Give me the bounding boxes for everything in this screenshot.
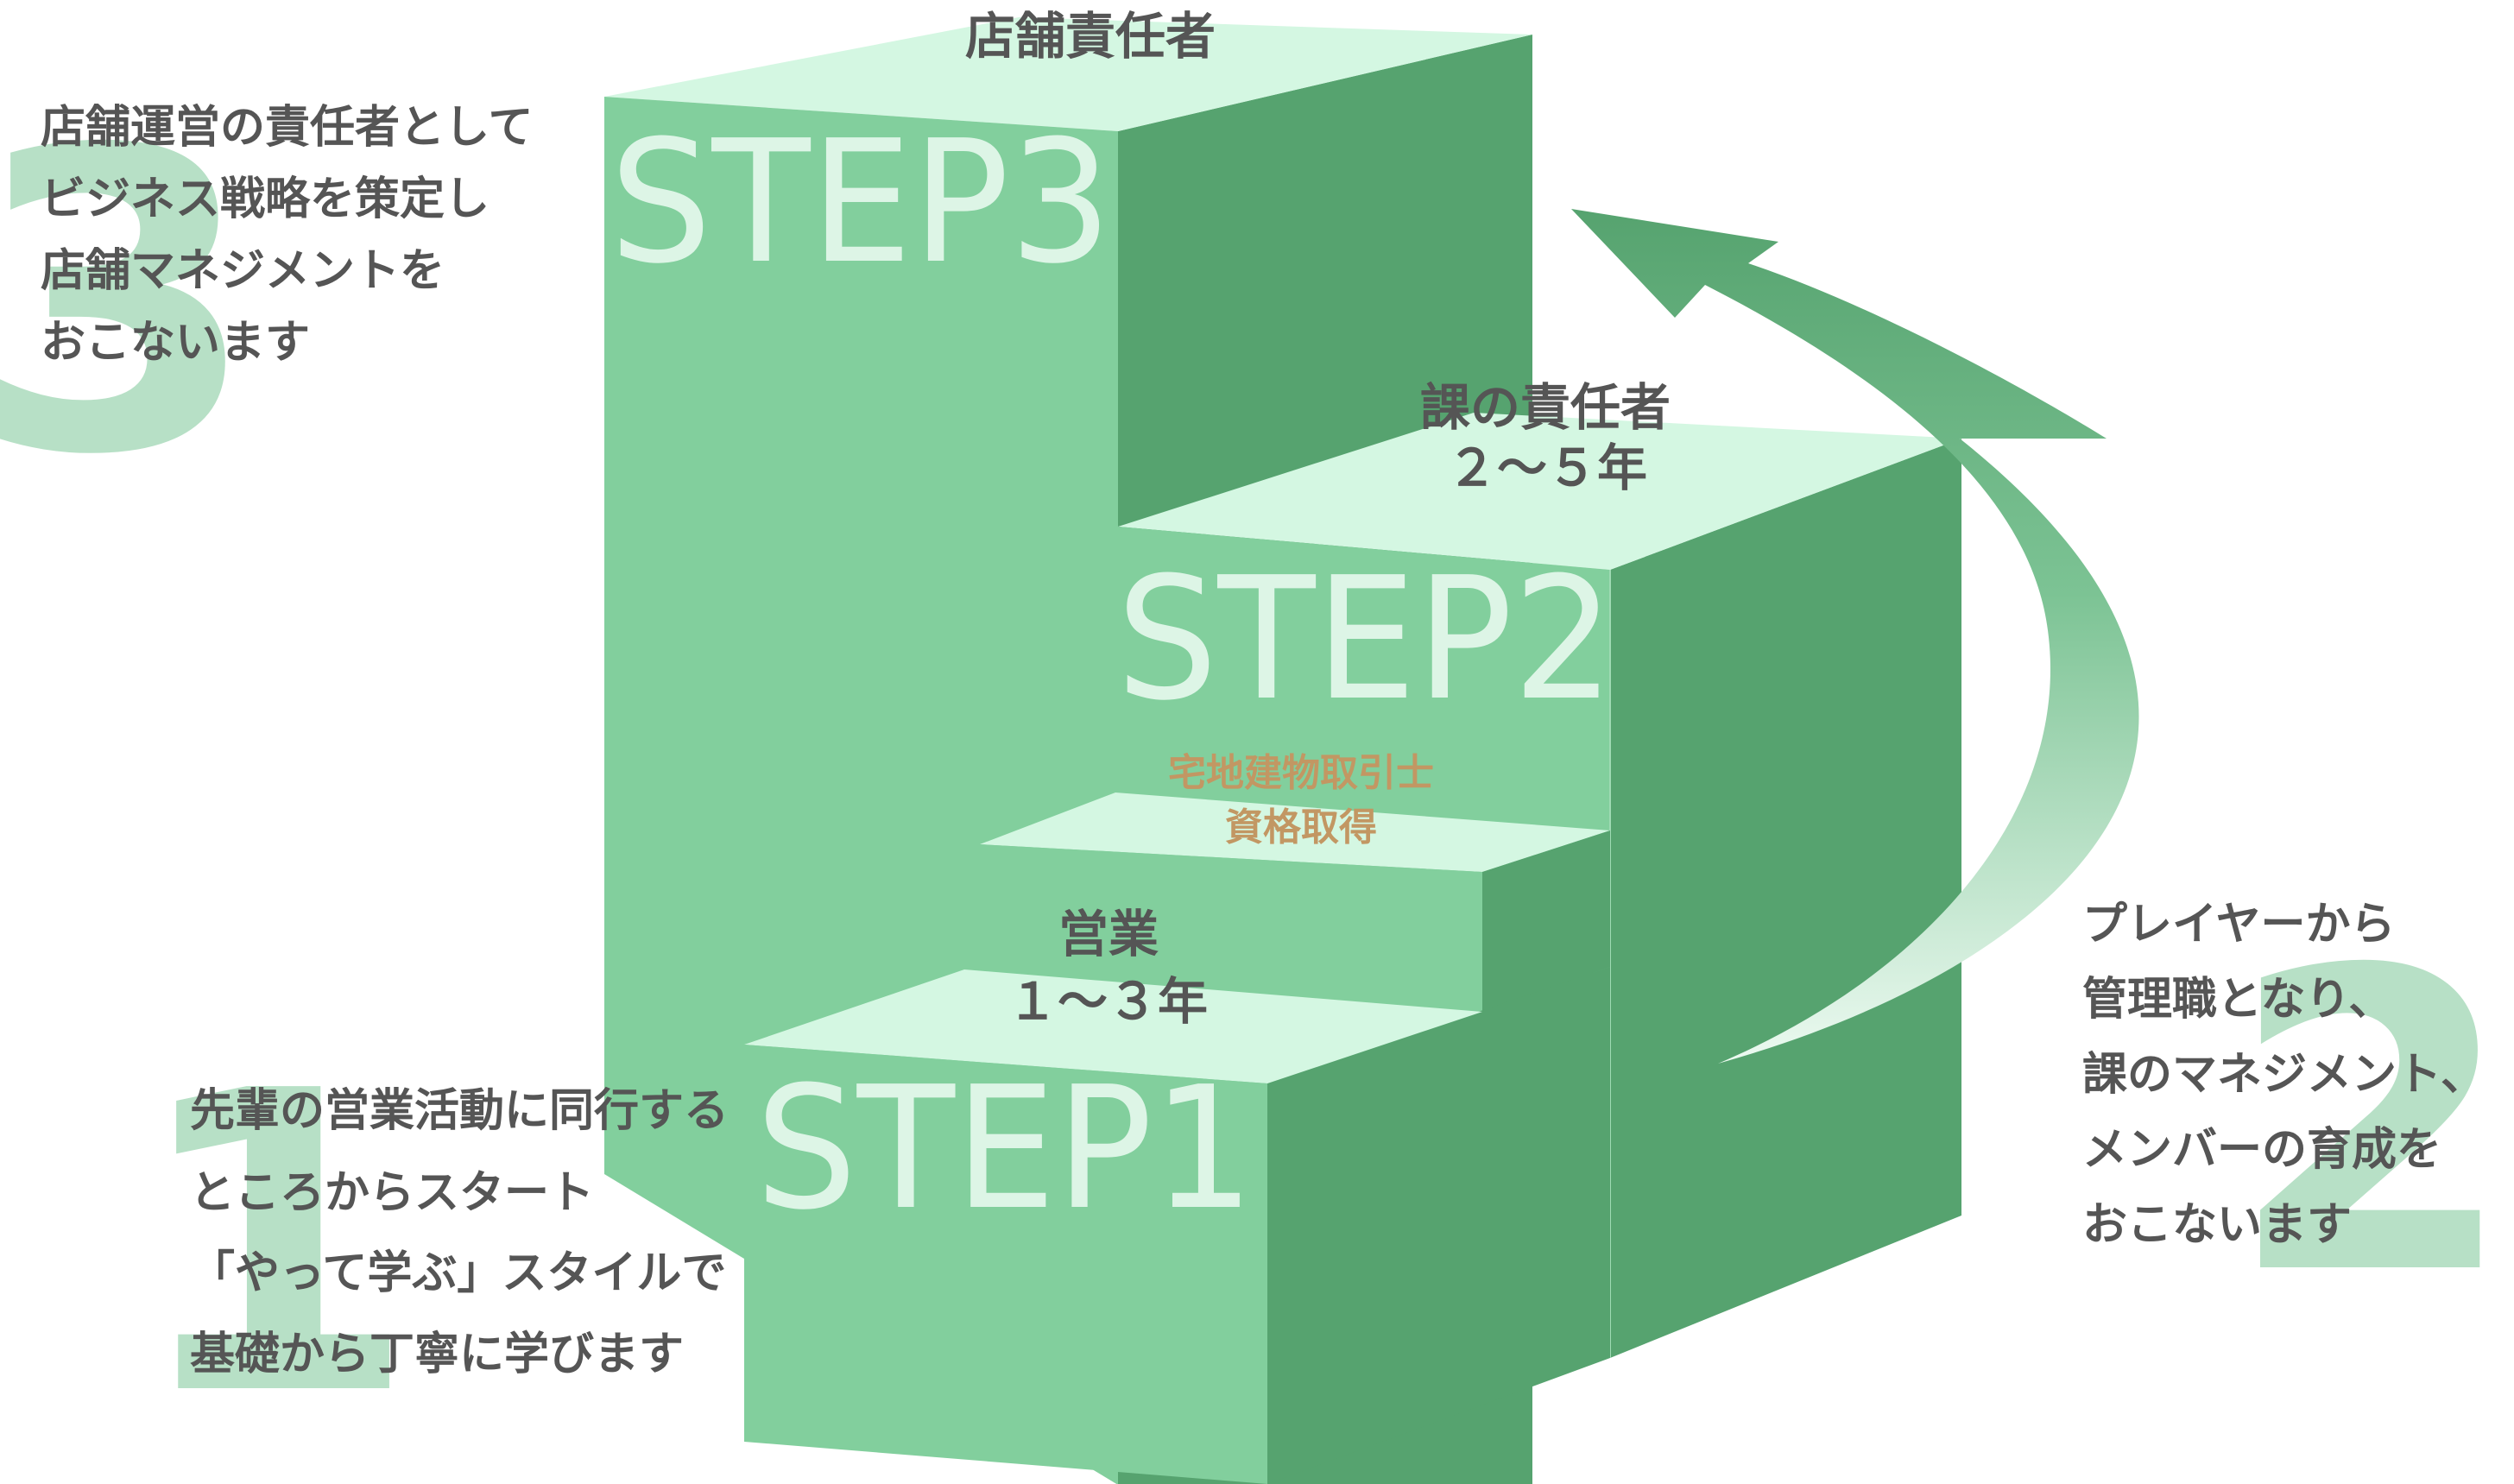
step1-block: STEP1 — [744, 967, 1610, 1484]
step1-description-line: 基礎から丁寧に学びます — [190, 1329, 684, 1380]
step2-years: ２～５年 — [1447, 439, 1647, 497]
big-number-1: 1 — [129, 1004, 418, 1484]
step1-description-line: ところからスタート — [190, 1167, 594, 1219]
big-number-2: 2 — [2227, 883, 2514, 1366]
step1-description-line: 先輩の営業活動に同行する — [190, 1085, 729, 1137]
step3-description-line: ビジネス戦略を策定し — [41, 174, 490, 225]
step1-side — [1267, 967, 1610, 1484]
step2-description-line: おこないます — [2082, 1199, 2352, 1251]
step1-top — [744, 969, 1482, 1083]
step2-description-line: プレイヤーから — [2082, 899, 2395, 950]
step3-top — [604, 17, 1532, 131]
growth-arrow — [1571, 209, 2139, 1064]
step2-top — [1118, 413, 1961, 570]
middle-riser-face-side — [1482, 830, 1610, 1012]
step2-description-line: 管理職となり、 — [2082, 974, 2393, 1026]
step3-label: STEP3 — [610, 104, 1112, 301]
step1-role: 営業 — [1058, 905, 1159, 963]
step3-description-line: 店舗運営の責任者として — [41, 102, 533, 154]
big-number-3: 3 — [0, 63, 258, 546]
step1-description: 先輩の営業活動に同行する ところからスタート 「やって学ぶ」スタイルで 基礎から… — [190, 1085, 729, 1380]
step1-front — [744, 1045, 1267, 1484]
step2-description: プレイヤーから 管理職となり、 課のマネジメント、 メンバーの育成を おこないま… — [2082, 899, 2486, 1251]
middle-riser-front — [980, 844, 1482, 1012]
step2-role: 課の責任者 — [1420, 378, 1671, 437]
step1-description-line: 「やって学ぶ」スタイルで — [190, 1247, 726, 1299]
step3-role: 店舗責任者 — [965, 7, 1216, 66]
step2-description-line: メンバーの育成を — [2082, 1124, 2441, 1176]
middle-riser-top — [980, 793, 1610, 872]
step2-side — [1610, 439, 1961, 1358]
qualification-line-2: 資格取得 — [1225, 805, 1377, 849]
step3-description-line: おこないます — [41, 317, 310, 369]
step3-description-line: 店舗マネジメントを — [41, 245, 445, 297]
qualification-line-1: 宅地建物取引士 — [1168, 751, 1434, 795]
step1-label: STEP1 — [755, 1051, 1254, 1247]
step1-years: １～３年 — [1007, 972, 1208, 1031]
step2-label: STEP2 — [1116, 541, 1614, 738]
step2-description-line: 課のマネジメント、 — [2082, 1049, 2486, 1101]
step3-description: 店舗運営の責任者として ビジネス戦略を策定し 店舗マネジメントを おこないます — [41, 102, 533, 369]
